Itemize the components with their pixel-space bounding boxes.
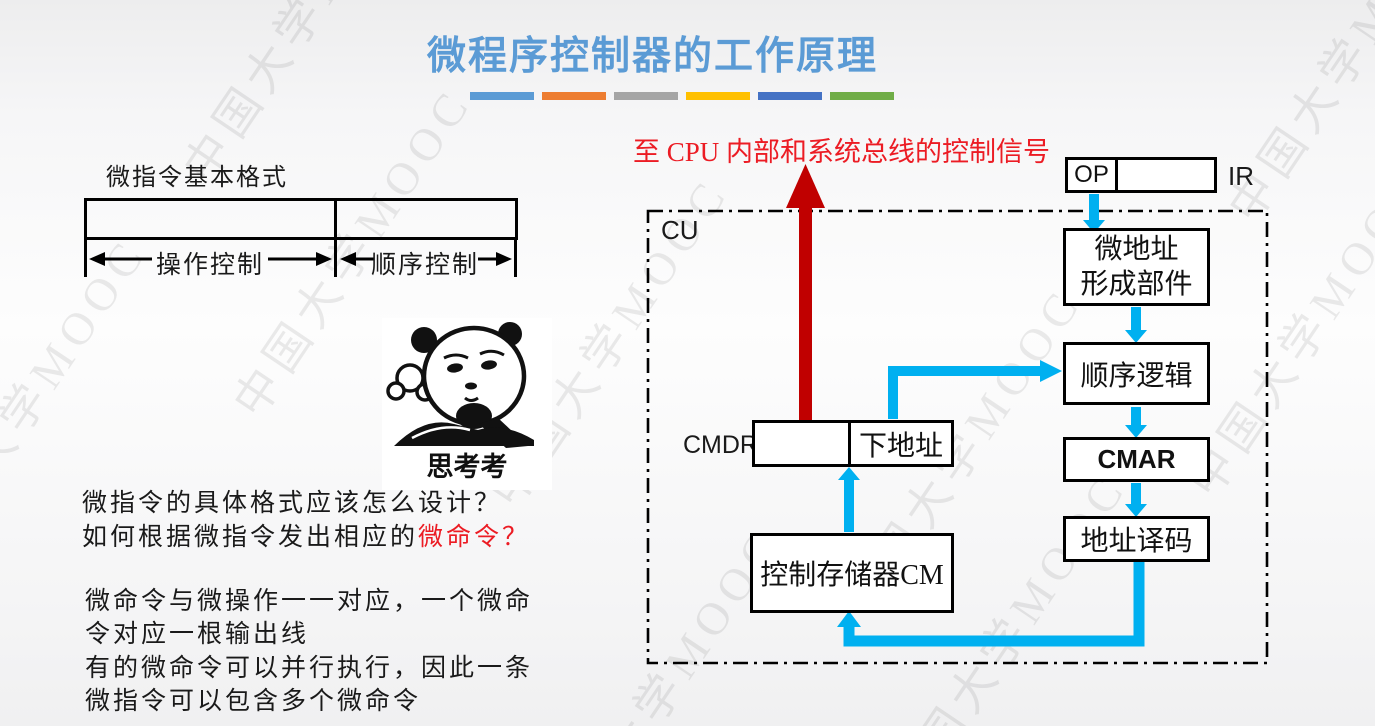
divider-bar bbox=[470, 92, 534, 100]
note-1-line-1: 微命令与微操作一一对应，一个微命 bbox=[85, 588, 534, 615]
divider-bar bbox=[830, 92, 894, 100]
divider-bar bbox=[614, 92, 678, 100]
note-1: 微命令与微操作一一对应，一个微命 令对应一根输出线 bbox=[85, 585, 533, 651]
address-decoder-box: 地址译码 bbox=[1063, 516, 1210, 562]
cmdr-next-address-field: 下地址 bbox=[851, 423, 951, 464]
micro-command-highlight: 微命令？ bbox=[418, 524, 531, 551]
divider-bar bbox=[542, 92, 606, 100]
red-control-signal-arrow bbox=[786, 164, 825, 422]
op-field-label: OP bbox=[1074, 161, 1109, 188]
next-address-label: 下地址 bbox=[858, 430, 943, 462]
divider-bar bbox=[758, 92, 822, 100]
ir-op-field: OP bbox=[1068, 160, 1118, 190]
format-caption: 微指令基本格式 bbox=[106, 165, 288, 191]
question-line-2-text: 如何根据微指令发出相应的 bbox=[82, 524, 419, 551]
meme-caption: 思考考 bbox=[427, 452, 508, 482]
cmdr-label: CMDR bbox=[683, 431, 758, 459]
cyan-arrow-nextaddr-to-seqlogic bbox=[888, 360, 1062, 419]
cmdr-register-box: 下地址 bbox=[752, 420, 954, 467]
micro-addr-line-1: 微地址 bbox=[1094, 234, 1179, 265]
cyan-arrow-seqlogic-to-cmar bbox=[1125, 407, 1147, 438]
divider-bar bbox=[686, 92, 750, 100]
micro-address-former-label: 微地址 形成部件 bbox=[1080, 232, 1192, 302]
cyan-arrow-cm-to-cmdr bbox=[838, 467, 860, 532]
note-2: 有的微命令可以并行执行，因此一条 微指令可以包含多个微命令 bbox=[85, 652, 533, 718]
page-title: 微程序控制器的工作原理 bbox=[426, 35, 878, 78]
ir-register-box: OP bbox=[1065, 157, 1217, 193]
note-1-line-2: 令对应一根输出线 bbox=[85, 621, 310, 648]
question-line-1: 微指令的具体格式应该怎么设计？ bbox=[82, 490, 503, 517]
panda-face bbox=[394, 322, 534, 448]
cyan-arrow-microaddr-to-seqlogic bbox=[1125, 307, 1147, 343]
sequence-logic-box: 顺序逻辑 bbox=[1063, 342, 1210, 405]
cmdr-command-field bbox=[755, 423, 851, 464]
operation-control-label: 操作控制 bbox=[155, 252, 264, 279]
ir-label: IR bbox=[1228, 161, 1254, 191]
control-signal-label: 至 CPU 内部和系统总线的控制信号 bbox=[633, 137, 1051, 167]
ir-address-field bbox=[1118, 160, 1214, 190]
note-2-line-1: 有的微命令可以并行执行，因此一条 bbox=[85, 655, 534, 682]
cyan-arrow-cmar-to-decoder bbox=[1125, 483, 1147, 517]
cmar-box: CMAR bbox=[1063, 437, 1210, 482]
micro-address-former-box: 微地址 形成部件 bbox=[1063, 228, 1210, 306]
sequence-control-label: 顺序控制 bbox=[370, 252, 479, 279]
cu-label: CU bbox=[661, 215, 699, 245]
micro-addr-line-2: 形成部件 bbox=[1080, 269, 1193, 300]
question-line-2: 如何根据微指令发出相应的微命令？ bbox=[82, 521, 530, 555]
thinking-panda-meme: 思考考 bbox=[382, 318, 552, 490]
note-2-line-2: 微指令可以包含多个微命令 bbox=[85, 688, 422, 715]
control-memory-box: 控制存储器CM bbox=[750, 533, 954, 613]
title-divider-bars bbox=[470, 92, 894, 100]
